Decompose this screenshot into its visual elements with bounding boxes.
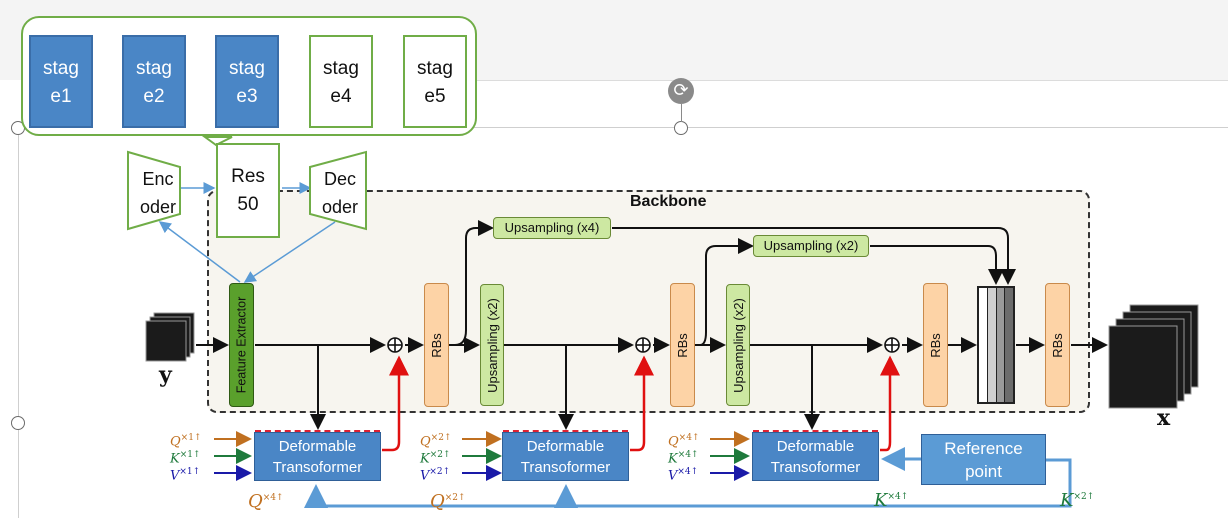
upsampling-x2-top-block[interactable]: Upsampling (x2) (753, 235, 869, 257)
input-y-label: y (159, 362, 172, 388)
upsampling-x4-label: Upsampling (x4) (504, 220, 600, 235)
rbs-block-1[interactable]: RBs (424, 283, 449, 407)
deformable-2-line1: Deformable (526, 438, 605, 455)
bottom-q-x2-label: Q×2↑ (430, 491, 466, 512)
stage-2-box[interactable]: stag e2 (122, 35, 186, 128)
upsampling-x2-top-label: Upsampling (x2) (763, 238, 859, 253)
res50-line1: Res (231, 166, 265, 187)
selection-edge (470, 127, 1228, 128)
deformable-1-line1: Deformable (278, 438, 357, 455)
rbs-block-4[interactable]: RBs (1045, 283, 1070, 407)
deformable-3-line1: Deformable (776, 438, 855, 455)
encoder-line2: oder (139, 197, 177, 217)
deformable-transformer-1[interactable]: Deformable Transoformer (254, 430, 381, 481)
stage-4-label-bottom: e4 (330, 86, 352, 107)
stage-2-label-top: stag (136, 58, 172, 79)
stage-2-label-bottom: e2 (143, 86, 165, 107)
v-label-1: V×1↑ (170, 467, 201, 484)
k-label-2: K×2↑ (420, 450, 451, 467)
stage-5-label-bottom: e5 (424, 86, 446, 107)
deformable-3-line2: Transoformer (770, 459, 861, 476)
bottom-k-x4-label: K×4↑ (874, 490, 909, 511)
output-x-label: x (1157, 405, 1171, 431)
deformable-transformer-2[interactable]: Deformable Transoformer (502, 430, 629, 481)
upsampling-x2-block-1[interactable]: Upsampling (x2) (480, 284, 504, 406)
bottom-k-x2-label: K×2↑ (1060, 490, 1095, 511)
res50-box[interactable]: Res 50 (216, 143, 280, 238)
selection-edge-left (18, 127, 19, 518)
rotate-handle-icon[interactable]: ⟳ (668, 78, 694, 104)
encoder-line1: Enc (142, 169, 174, 189)
rbs-label-2: RBs (675, 332, 690, 358)
stage-1-label-bottom: e1 (50, 86, 72, 107)
rbs-label-3: RBs (928, 332, 943, 358)
upsampling-x2-label-2: Upsampling (x2) (730, 297, 746, 393)
decoder-line2: oder (321, 197, 359, 217)
reference-point-line1: Reference (944, 439, 1023, 458)
res50-line2: 50 (237, 194, 259, 215)
rbs-block-2[interactable]: RBs (670, 283, 695, 407)
deformable-1-line2: Transoformer (272, 459, 363, 476)
q-label-2: Q×2↑ (420, 433, 452, 450)
encoder-label[interactable]: Enc oder (128, 165, 188, 221)
bottom-q-x4-label: Q×4↑ (248, 491, 284, 512)
feature-extractor-label: Feature Extractor (234, 296, 249, 394)
stage-5-label-top: stag (417, 58, 453, 79)
decoder-label[interactable]: Dec oder (310, 165, 370, 221)
decoder-line1: Dec (323, 169, 356, 189)
feature-extractor-block[interactable]: Feature Extractor (229, 283, 254, 407)
q-label-1: Q×1↑ (170, 433, 202, 450)
stage-4-label-top: stag (323, 58, 359, 79)
stage-3-label-bottom: e3 (236, 86, 258, 107)
canvas-edge (470, 80, 1228, 81)
stage-1-label-top: stag (43, 58, 79, 79)
reference-point-box[interactable]: Reference point (921, 434, 1046, 485)
rbs-label-1: RBs (429, 332, 444, 358)
stage-1-box[interactable]: stag e1 (29, 35, 93, 128)
reference-point-line2: point (965, 462, 1002, 481)
concat-slice-3 (996, 288, 1006, 402)
v-label-2: V×2↑ (420, 467, 451, 484)
upsampling-x2-block-2[interactable]: Upsampling (x2) (726, 284, 750, 406)
concat-slice-2 (987, 288, 997, 402)
rbs-block-3[interactable]: RBs (923, 283, 948, 407)
stage-5-box[interactable]: stag e5 (403, 35, 467, 128)
stage-3-label-top: stag (229, 58, 265, 79)
concat-block[interactable] (977, 286, 1015, 404)
k-label-3: K×4↑ (668, 450, 699, 467)
deformable-2-line2: Transoformer (520, 459, 611, 476)
concat-slice-4 (1005, 288, 1013, 402)
deformable-transformer-3[interactable]: Deformable Transoformer (752, 430, 879, 481)
upsampling-x4-block[interactable]: Upsampling (x4) (493, 217, 611, 239)
concat-slice-1 (979, 288, 988, 402)
backbone-title: Backbone (630, 193, 707, 210)
stage-3-box[interactable]: stag e3 (215, 35, 279, 128)
rotate-stem (681, 104, 682, 122)
resize-handle-left[interactable] (11, 416, 25, 430)
k-label-1: K×1↑ (170, 450, 201, 467)
v-label-3: V×4↑ (668, 467, 699, 484)
stage-4-box[interactable]: stag e4 (309, 35, 373, 128)
q-label-3: Q×4↑ (668, 433, 700, 450)
upsampling-x2-label-1: Upsampling (x2) (484, 297, 500, 393)
rbs-label-4: RBs (1050, 332, 1065, 358)
